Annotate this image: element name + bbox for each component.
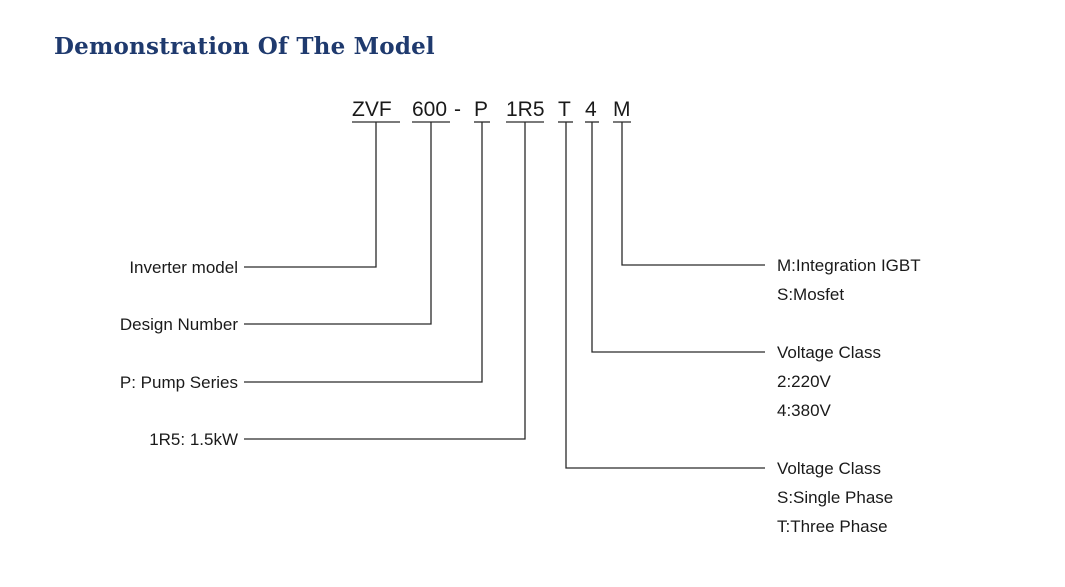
connector-pump-series (244, 122, 483, 383)
label-380v: 4:380V (777, 401, 832, 420)
label-single-phase: S:Single Phase (777, 488, 893, 507)
label-inverter-model: Inverter model (129, 258, 238, 277)
code-segment-zvf: ZVF (352, 98, 392, 121)
code-segment-t: T (558, 98, 571, 121)
label-mosfet: S:Mosfet (777, 285, 844, 304)
label-power: 1R5: 1.5kW (149, 430, 238, 449)
label-220v: 2:220V (777, 372, 832, 391)
page-title: Demonstration Of The Model (54, 33, 435, 60)
code-segment-600: 600 (412, 98, 447, 121)
label-pump-series: P: Pump Series (120, 373, 238, 392)
connector-voltage-4 (591, 122, 765, 353)
connector-integration (621, 122, 765, 266)
code-segment-dash: - (454, 98, 461, 121)
label-voltage-class-a: Voltage Class (777, 343, 881, 362)
code-segment-4: 4 (585, 98, 597, 121)
connector-voltage-t (565, 122, 765, 469)
label-three-phase: T:Three Phase (777, 517, 888, 536)
label-design-number: Design Number (120, 315, 238, 334)
connector-inverter-model (244, 122, 377, 268)
label-integration-igbt: M:Integration IGBT (777, 256, 921, 275)
code-segment-p: P (474, 98, 488, 121)
connector-power (244, 122, 526, 440)
connector-design-number (244, 122, 432, 325)
label-voltage-class-b: Voltage Class (777, 459, 881, 478)
code-segment-1r5: 1R5 (506, 98, 545, 121)
code-segment-m: M (613, 98, 631, 121)
